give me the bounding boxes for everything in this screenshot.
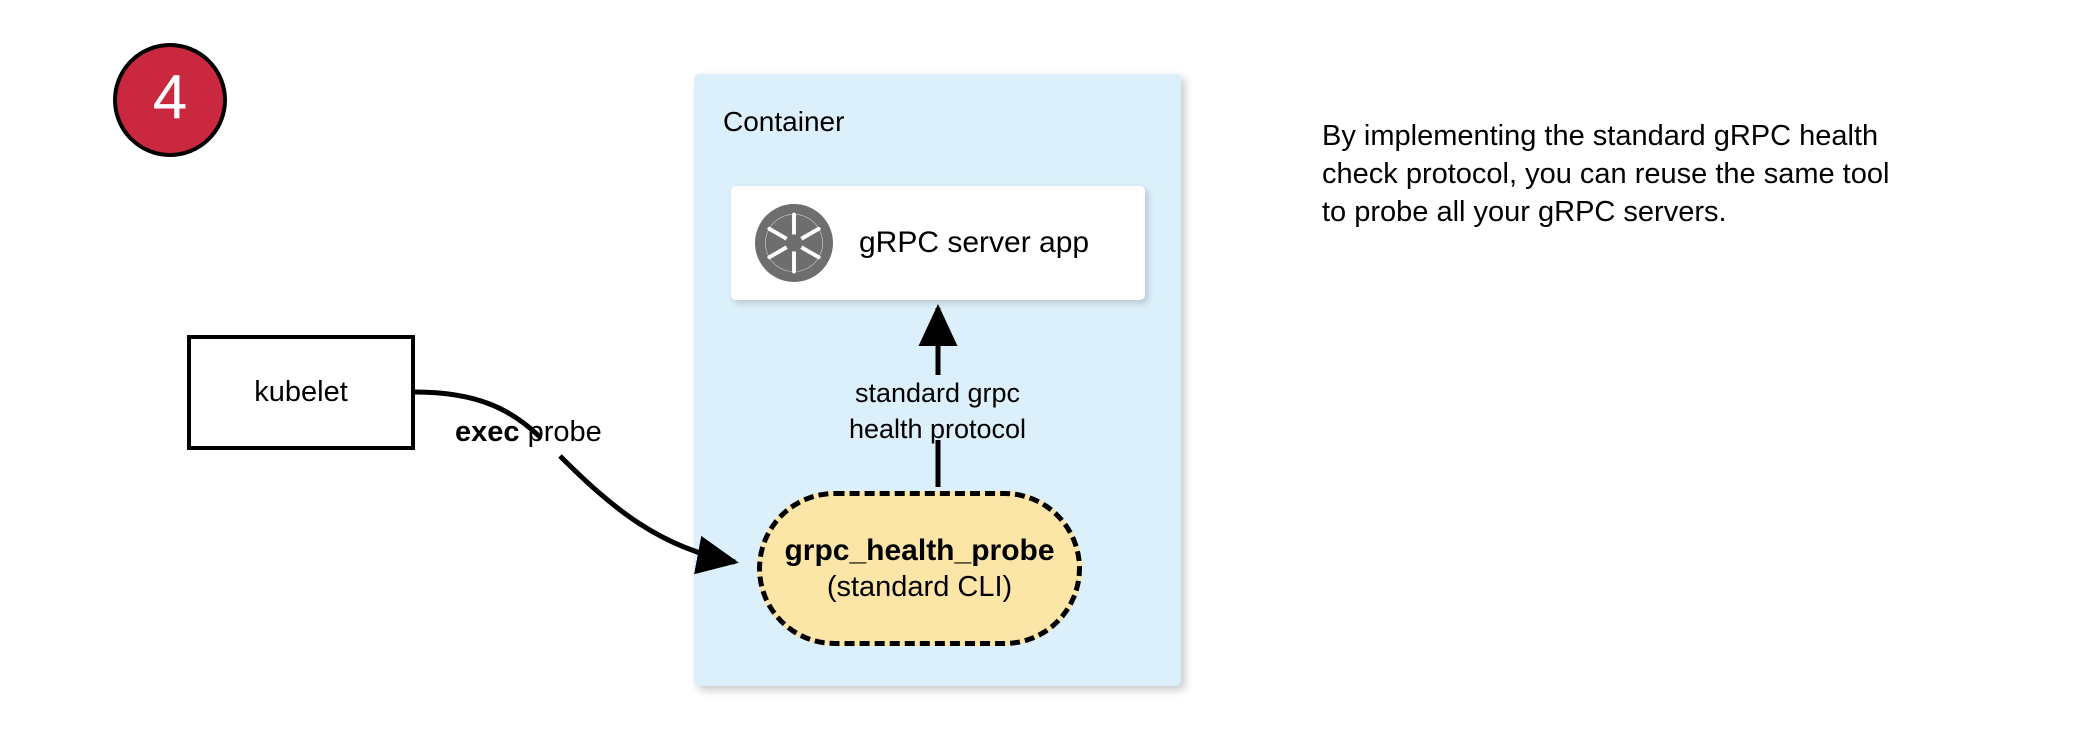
grpc-health-probe-title: grpc_health_probe <box>784 533 1055 567</box>
grpc-server-app-label: gRPC server app <box>859 226 1090 259</box>
exec-probe-label-bold: exec <box>455 416 520 448</box>
kubelet-label: kubelet <box>254 376 348 408</box>
grpc-health-probe-node: grpc_health_probe (standard CLI) <box>757 491 1082 646</box>
aperture-icon <box>755 204 833 282</box>
step-number-label: 4 <box>152 63 188 132</box>
annotation-note: By implementing the standard gRPC health… <box>1322 120 1890 228</box>
step-number-badge: 4 <box>113 43 227 157</box>
kubelet-node: kubelet <box>187 335 415 450</box>
container-title: Container <box>723 106 845 137</box>
exec-probe-edge-label: exec probe <box>455 416 602 449</box>
grpc-server-app-card: gRPC server app <box>731 186 1145 300</box>
grpc-health-probe-subtitle: (standard CLI) <box>826 570 1013 603</box>
exec-probe-label-rest: probe <box>519 416 602 448</box>
